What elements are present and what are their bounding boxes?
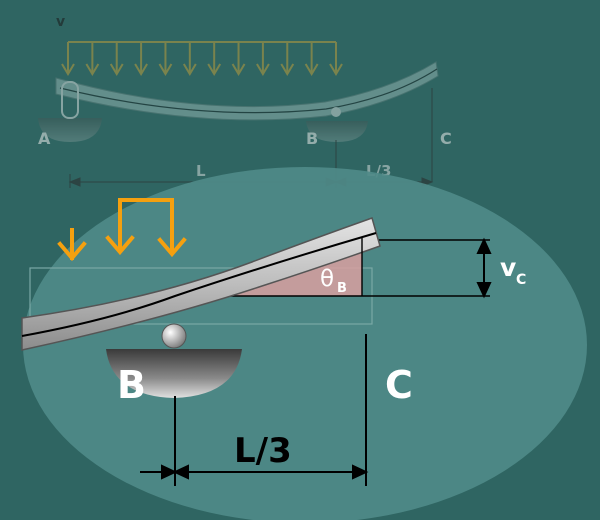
overhang-length-label: L/3 bbox=[234, 431, 292, 471]
top-load-arrowhead bbox=[134, 63, 148, 76]
angle-symbol: θ bbox=[320, 266, 334, 292]
top-load-label: v bbox=[56, 14, 65, 30]
top-beam bbox=[55, 61, 439, 121]
angle-label: θ B bbox=[320, 266, 347, 296]
deflection-subscript: C bbox=[516, 272, 526, 288]
top-label-b: B bbox=[306, 129, 318, 148]
top-load-arrowhead bbox=[182, 63, 197, 76]
top-label-a: A bbox=[38, 129, 51, 148]
deflection-symbol: v bbox=[500, 253, 516, 282]
label-c: C bbox=[385, 363, 413, 407]
label-b: B bbox=[117, 363, 146, 407]
top-neutral-axis bbox=[59, 68, 438, 114]
top-load-arrowhead bbox=[304, 63, 319, 76]
top-distributed-load bbox=[61, 41, 343, 76]
distributed-load bbox=[57, 198, 187, 262]
top-load-arrowhead bbox=[158, 63, 173, 76]
top-load-arrowhead bbox=[207, 63, 222, 76]
top-load-arrowhead bbox=[231, 63, 246, 76]
top-load-arrowhead bbox=[329, 63, 343, 76]
top-load-arrowhead bbox=[256, 63, 270, 76]
top-load-arrowhead bbox=[85, 63, 100, 76]
support-b bbox=[106, 323, 242, 398]
deflection-dimension bbox=[476, 237, 492, 299]
deflection-label: v C bbox=[500, 253, 526, 288]
overhang-dimension bbox=[140, 464, 369, 480]
top-load-arrowhead bbox=[61, 63, 75, 76]
top-label-c: C bbox=[440, 129, 452, 148]
top-load-arrowhead bbox=[280, 63, 295, 76]
roller bbox=[161, 323, 187, 349]
top-span-l: L bbox=[196, 162, 206, 180]
top-support-a bbox=[38, 81, 102, 142]
elastic-curve bbox=[21, 232, 377, 337]
zoom-ellipse bbox=[23, 167, 587, 520]
top-load-arrowhead bbox=[109, 63, 124, 76]
overview-diagram: v A B C bbox=[38, 14, 452, 188]
top-support-b bbox=[306, 107, 368, 142]
angle-subscript: B bbox=[337, 281, 347, 296]
